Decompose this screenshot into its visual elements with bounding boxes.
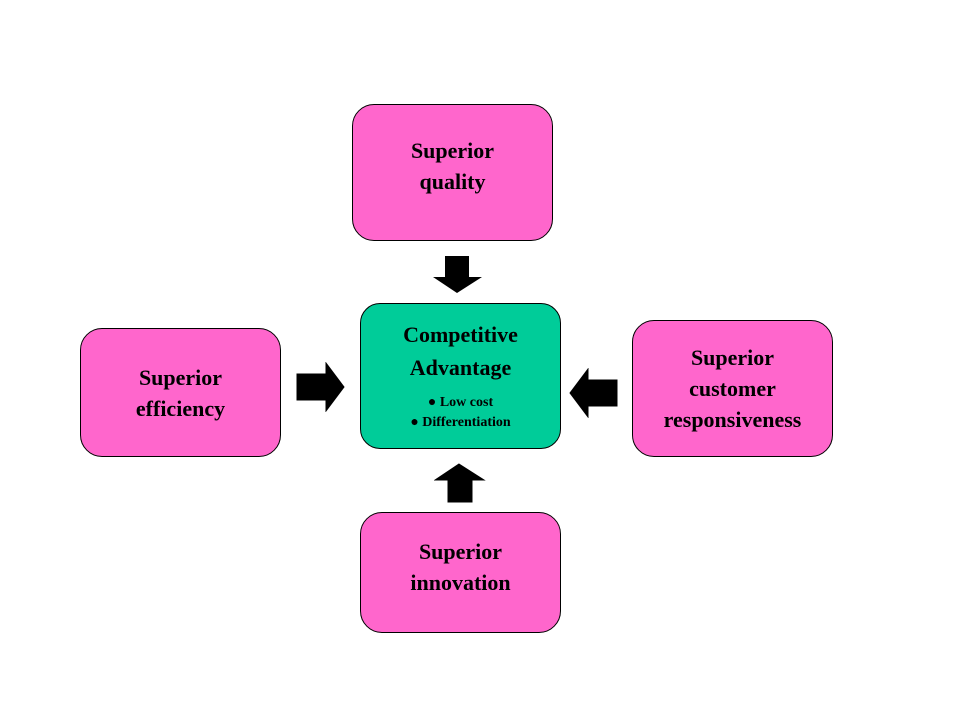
- arrow-down-icon: [433, 256, 482, 293]
- box-label-line: innovation: [410, 569, 511, 595]
- arrow-right-icon: [296, 362, 345, 412]
- box-label-line: Superior: [690, 345, 775, 370]
- arrow-left-icon: [569, 368, 618, 418]
- superior-quality-box: Superior quality: [352, 104, 553, 241]
- center-title-line: Competitive: [403, 322, 518, 347]
- bullet-low-cost: ● Low cost: [427, 395, 494, 410]
- superior-efficiency-box: Superior efficiency: [80, 328, 281, 457]
- center-bullet-list: ● Low cost ● Differentiation: [410, 393, 510, 433]
- arrow-up-icon: [434, 463, 486, 503]
- superior-innovation-box: Superior innovation: [360, 512, 561, 633]
- box-label-line: quality: [419, 168, 486, 194]
- box-label-line: customer: [689, 376, 776, 401]
- bullet-differentiation: ● Differentiation: [410, 415, 511, 430]
- box-label-line: Superior: [138, 364, 223, 390]
- competitive-advantage-box: Competitive Advantage ● Low cost ● Diffe…: [360, 303, 561, 449]
- superior-customer-responsiveness-box: Superior customer responsiveness: [632, 320, 833, 457]
- box-label-line: Superior: [410, 137, 495, 163]
- center-title-line: Advantage: [409, 355, 512, 380]
- box-label-line: Superior: [418, 538, 503, 564]
- box-label-line: responsiveness: [663, 407, 802, 432]
- box-label-line: efficiency: [135, 395, 226, 421]
